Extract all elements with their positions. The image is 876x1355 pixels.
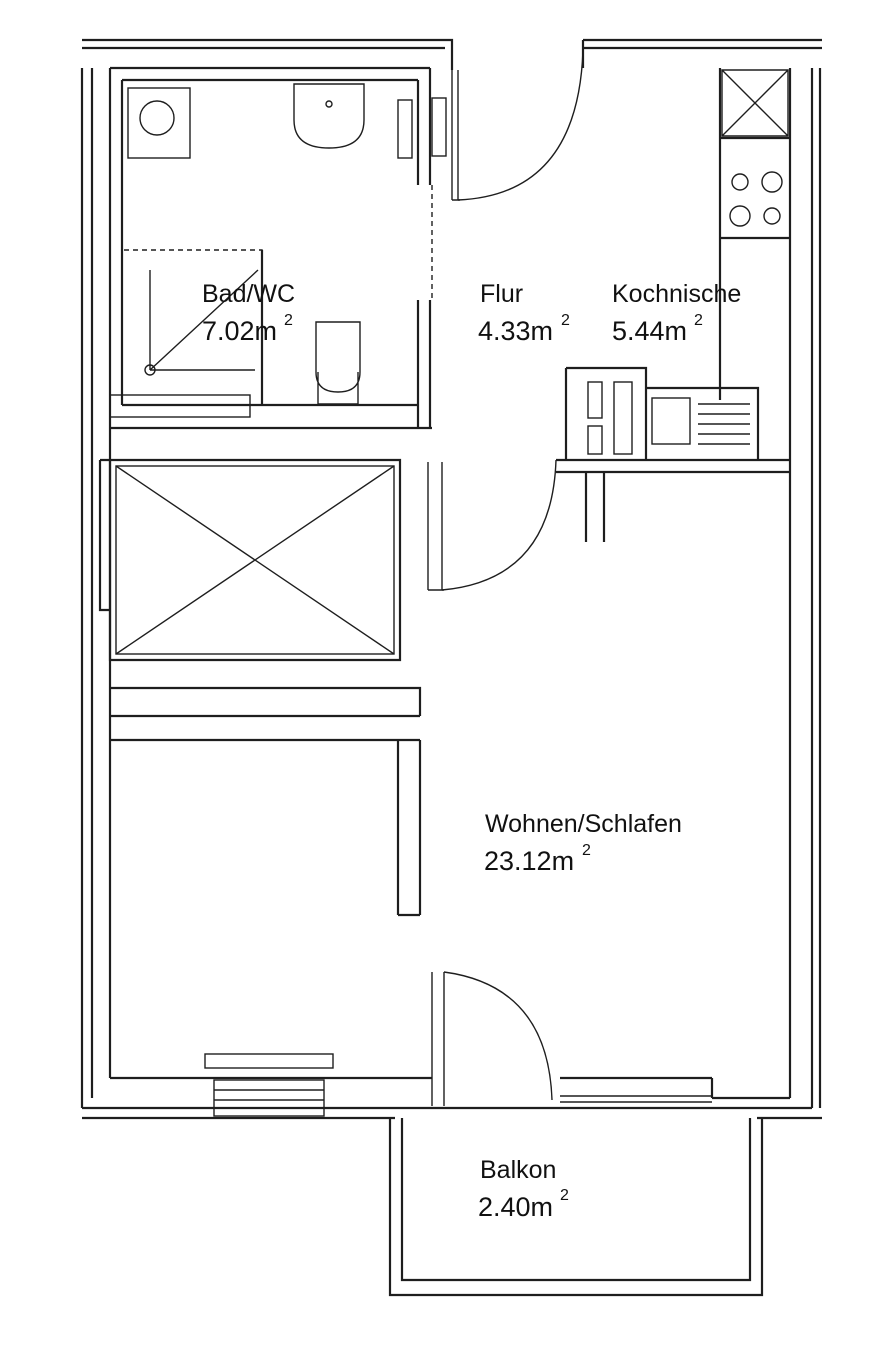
area-unit-sup: 2 bbox=[694, 312, 703, 329]
label-kochnische: Kochnische 5.44m 2 bbox=[612, 280, 741, 346]
balcony-door bbox=[204, 971, 712, 1117]
washing-machine-icon bbox=[139, 100, 175, 136]
area-unit-sup: 2 bbox=[561, 312, 570, 329]
room-area: 7.02m bbox=[202, 316, 277, 346]
kitchenette bbox=[556, 68, 790, 542]
room-area: 4.33m bbox=[478, 316, 553, 346]
entrance-door bbox=[451, 49, 584, 201]
label-flur: Flur 4.33m 2 bbox=[478, 280, 570, 346]
toilet-icon bbox=[315, 321, 361, 405]
room-area: 2.40m bbox=[478, 1192, 553, 1222]
room-name: Flur bbox=[480, 280, 523, 308]
exterior-walls bbox=[80, 38, 822, 1120]
sink-icon bbox=[293, 83, 365, 149]
room-name: Kochnische bbox=[612, 280, 741, 308]
label-bad-wc: Bad/WC 7.02m 2 bbox=[202, 280, 295, 346]
storage bbox=[98, 458, 557, 662]
wardrobe bbox=[110, 686, 422, 917]
room-name: Wohnen/Schlafen bbox=[485, 810, 682, 838]
stove-icon bbox=[729, 171, 783, 227]
label-wohnen-schlafen: Wohnen/Schlafen 23.12m 2 bbox=[484, 810, 682, 876]
kitchen-sink-icon bbox=[651, 397, 691, 445]
area-unit-sup: 2 bbox=[560, 1187, 569, 1204]
balcony bbox=[388, 1118, 764, 1297]
area-unit-sup: 2 bbox=[284, 312, 293, 329]
area-unit-sup: 2 bbox=[582, 842, 591, 859]
room-area: 23.12m bbox=[484, 846, 574, 876]
room-name: Balkon bbox=[480, 1156, 556, 1184]
bathroom bbox=[109, 66, 447, 430]
room-name: Bad/WC bbox=[202, 280, 295, 308]
room-area: 5.44m bbox=[612, 316, 687, 346]
label-balkon: Balkon 2.40m 2 bbox=[478, 1156, 569, 1222]
